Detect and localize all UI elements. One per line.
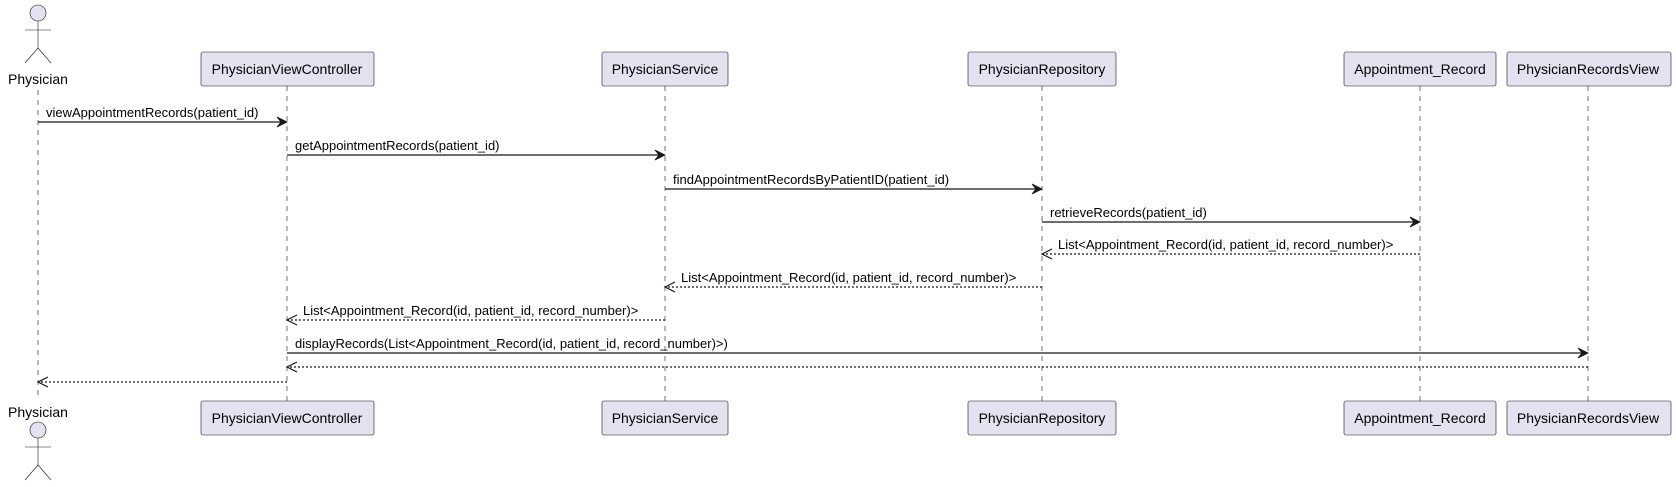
participant-label: Appointment_Record xyxy=(1354,410,1486,426)
actor-label: Physician xyxy=(8,404,68,420)
message-label: viewAppointmentRecords(patient_id) xyxy=(46,105,258,120)
open-arrowhead-icon xyxy=(285,361,298,373)
participant-label: PhysicianRepository xyxy=(979,61,1106,77)
open-arrowhead-icon xyxy=(285,314,298,326)
arrowhead-icon xyxy=(276,116,288,128)
message-5: List<Appointment_Record(id, patient_id, … xyxy=(1040,237,1420,260)
participant-label: PhysicianRecordsView xyxy=(1517,410,1660,426)
open-arrowhead-icon xyxy=(663,281,676,293)
actor-figure-icon xyxy=(24,4,52,64)
participant-ar-bottom: Appointment_Record xyxy=(1343,400,1497,436)
participant-ps-bottom: PhysicianService xyxy=(601,400,729,436)
participant-label: PhysicianViewController xyxy=(212,410,363,426)
message-6: List<Appointment_Record(id, patient_id, … xyxy=(663,270,1042,293)
arrowhead-icon xyxy=(1031,183,1043,195)
message-8: displayRecords(List<Appointment_Record(i… xyxy=(287,336,1589,359)
actor-physician-bottom: Physician xyxy=(8,404,68,481)
actor-label: Physician xyxy=(8,71,68,87)
message-4: retrieveRecords(patient_id) xyxy=(1042,205,1421,228)
participant-pvc-bottom: PhysicianViewController xyxy=(200,400,375,436)
participant-label: PhysicianService xyxy=(612,410,719,426)
arrowhead-icon xyxy=(1409,216,1421,228)
message-label: List<Appointment_Record(id, patient_id, … xyxy=(303,303,638,318)
message-3: findAppointmentRecordsByPatientID(patien… xyxy=(665,172,1043,195)
participant-prv-top: PhysicianRecordsView xyxy=(1506,51,1672,87)
message-label: List<Appointment_Record(id, patient_id, … xyxy=(681,270,1016,285)
message-label: retrieveRecords(patient_id) xyxy=(1050,205,1207,220)
message-10 xyxy=(36,376,287,388)
participant-ps-top: PhysicianService xyxy=(601,51,729,87)
messages: viewAppointmentRecords(patient_id) getApp… xyxy=(36,105,1589,388)
arrowhead-icon xyxy=(1577,347,1589,359)
message-label: findAppointmentRecordsByPatientID(patien… xyxy=(673,172,949,187)
message-9 xyxy=(285,361,1588,373)
participants-top: Physician PhysicianViewController Physicia… xyxy=(8,4,1672,87)
message-label: displayRecords(List<Appointment_Record(i… xyxy=(295,336,728,351)
participant-label: PhysicianService xyxy=(612,61,719,77)
message-label: List<Appointment_Record(id, patient_id, … xyxy=(1058,237,1393,252)
participant-ar-top: Appointment_Record xyxy=(1343,51,1497,87)
participant-prv-bottom: PhysicianRecordsView xyxy=(1506,400,1672,436)
message-2: getAppointmentRecords(patient_id) xyxy=(287,138,666,161)
arrowhead-icon xyxy=(654,149,666,161)
message-label: getAppointmentRecords(patient_id) xyxy=(295,138,500,153)
participant-label: Appointment_Record xyxy=(1354,61,1486,77)
lifelines xyxy=(37,86,1589,401)
open-arrowhead-icon xyxy=(1040,248,1053,260)
actor-figure-icon xyxy=(24,421,52,481)
actor-physician-top: Physician xyxy=(8,4,68,87)
participant-label: PhysicianRecordsView xyxy=(1517,61,1660,77)
participant-label: PhysicianViewController xyxy=(212,61,363,77)
participants-bottom: Physician PhysicianViewController Physicia… xyxy=(8,400,1672,481)
participant-label: PhysicianRepository xyxy=(979,410,1106,426)
participant-pr-bottom: PhysicianRepository xyxy=(967,400,1117,436)
message-1: viewAppointmentRecords(patient_id) xyxy=(38,105,288,128)
open-arrowhead-icon xyxy=(36,376,49,388)
participant-pvc-top: PhysicianViewController xyxy=(200,51,375,87)
participant-pr-top: PhysicianRepository xyxy=(967,51,1117,87)
message-7: List<Appointment_Record(id, patient_id, … xyxy=(285,303,665,326)
